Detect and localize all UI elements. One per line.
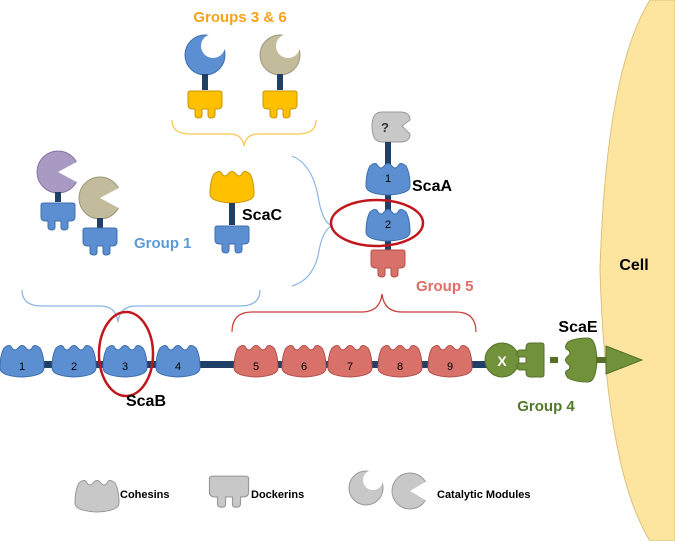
legend-catalytic-icon-pacman — [391, 472, 432, 510]
scac-label: ScaC — [242, 207, 282, 224]
linker — [55, 192, 61, 202]
scab-cohesin-6: 6 — [281, 345, 327, 378]
scab-cohesin-3: 3 — [102, 345, 148, 378]
x-module: X — [484, 342, 520, 378]
svg-text:4: 4 — [175, 361, 181, 373]
svg-text:9: 9 — [447, 361, 453, 373]
legend-cohesins-label: Cohesins — [120, 489, 170, 501]
scaa-backbone — [385, 142, 391, 268]
scae-anchor-linker — [596, 357, 608, 363]
linker — [202, 74, 208, 90]
linker — [97, 218, 103, 228]
linker — [229, 203, 235, 225]
linker — [550, 357, 558, 363]
svg-text:?: ? — [381, 120, 389, 135]
legend-dockerin-icon — [208, 475, 250, 508]
scaa-cohesin-1: 1 — [365, 163, 411, 196]
svg-text:2: 2 — [71, 361, 77, 373]
blue-dockerin — [40, 202, 76, 231]
blue-catalytic-module — [184, 34, 226, 76]
svg-text:8: 8 — [397, 361, 403, 373]
group-4-label: Group 4 — [517, 398, 575, 415]
scab-cohesin-1: 1 — [0, 345, 45, 378]
scae-anchor — [605, 345, 644, 375]
khaki-catalytic-module — [259, 34, 301, 76]
scae-label: ScaE — [558, 319, 597, 336]
scac-to-scaa-curve — [291, 155, 334, 287]
scab-cohesin-8: 8 — [377, 345, 423, 378]
groups-3-6-label: Groups 3 & 6 — [193, 9, 286, 26]
svg-text:X: X — [497, 353, 507, 369]
legend-catalytic-icon-crescent — [348, 470, 384, 506]
legend-cohesin-icon — [74, 480, 120, 513]
linker — [277, 74, 283, 90]
orange-dockerin — [262, 90, 298, 119]
scaa-dockerin — [370, 249, 406, 278]
scab-cohesin-4: 4 — [155, 345, 201, 378]
purple-catalytic-module — [36, 150, 84, 194]
scab-cohesin-2: 2 — [51, 345, 97, 378]
scab-cohesin-9: 9 — [427, 345, 473, 378]
groups-3-6-brace — [171, 119, 317, 147]
legend-dockerins-label: Dockerins — [251, 489, 304, 501]
scaa-cohesin-2-highlight — [329, 198, 425, 248]
group-5-label: Group 5 — [416, 278, 474, 295]
svg-text:7: 7 — [347, 361, 353, 373]
scab-cohesin-7: 7 — [327, 345, 373, 378]
svg-text:1: 1 — [385, 173, 391, 185]
scab-cohesin-5: 5 — [233, 345, 279, 378]
unknown-catalytic-module: ? — [371, 111, 411, 143]
scaa-label: ScaA — [412, 178, 452, 195]
group-5-brace — [231, 293, 477, 333]
cell-label: Cell — [619, 257, 648, 274]
khaki-catalytic-module — [78, 176, 126, 220]
svg-text:3: 3 — [122, 361, 128, 373]
scac-cohesin — [209, 171, 255, 204]
scae-cohesin — [565, 337, 598, 383]
legend-catalytic-label: Catalytic Modules — [437, 489, 531, 501]
scab-cohesin-3-highlight — [97, 310, 155, 398]
svg-text:6: 6 — [301, 361, 307, 373]
svg-text:2: 2 — [385, 219, 391, 231]
orange-dockerin — [187, 90, 223, 119]
scaa-cohesin-2: 2 — [365, 209, 411, 242]
svg-text:1: 1 — [19, 361, 25, 373]
svg-text:5: 5 — [253, 361, 259, 373]
scab-label: ScaB — [126, 393, 166, 410]
cell-body — [599, 0, 675, 541]
group-1-label: Group 1 — [134, 235, 192, 252]
green-dockerin — [516, 342, 545, 378]
group-1-brace — [21, 289, 261, 323]
blue-dockerin — [82, 227, 118, 256]
scac-dockerin — [214, 225, 250, 254]
